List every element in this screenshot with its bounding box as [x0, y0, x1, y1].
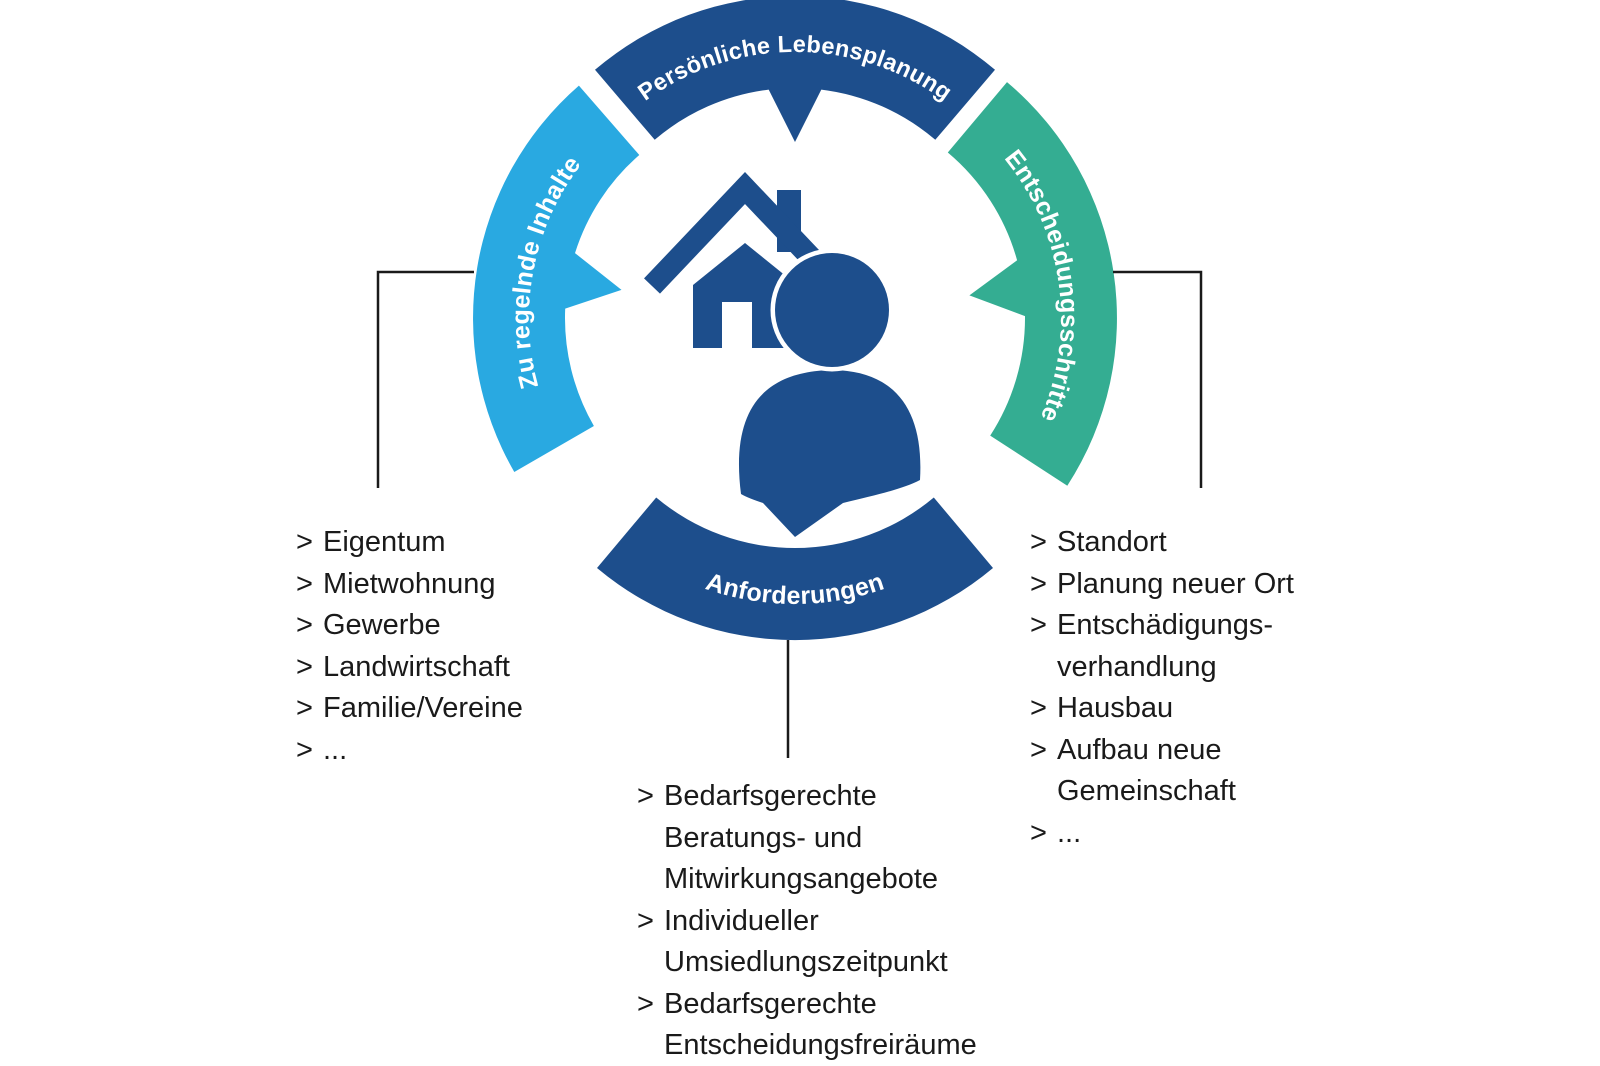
ring-segment-left [473, 85, 640, 472]
list-item-marker: > [637, 780, 654, 812]
house-roof [644, 172, 846, 294]
list-item: > Eigentum [296, 522, 523, 564]
list-item-text: ... [323, 733, 348, 766]
list-item-text: Gewerbe [323, 609, 441, 641]
list-item-text: ... [1057, 816, 1082, 849]
list-item-marker: > [1030, 692, 1047, 724]
list-item: > Standort [1030, 522, 1294, 564]
list-item-marker: > [637, 904, 654, 937]
list-item-text: Eigentum [323, 526, 446, 558]
list-item-marker: > [637, 987, 654, 1020]
list-item-marker: > [1030, 526, 1047, 558]
list-item-marker: > [296, 567, 313, 600]
list-item: > Landwirtschaft [296, 647, 523, 689]
list-item-text: Hausbau [1057, 692, 1174, 724]
connector-right [1113, 270, 1203, 488]
list-item-marker: > [296, 733, 313, 766]
list-item-text: Entschädigungs-verhandlung [1057, 609, 1274, 683]
list-item: > Entschädigungs-verhandlung [1030, 605, 1294, 688]
person-body [734, 365, 925, 543]
list-item-marker: > [296, 650, 313, 683]
list-item-marker: > [1030, 567, 1047, 600]
list-item: > Mietwohnung [296, 564, 523, 606]
list-item-marker: > [296, 609, 313, 641]
person-icon [734, 248, 925, 543]
list-item-marker: > [1030, 816, 1047, 849]
list-item-marker: > [296, 526, 313, 558]
list-item: > Hausbau [1030, 688, 1294, 730]
list-item-marker: > [1030, 609, 1047, 641]
house-body [693, 243, 797, 348]
list-item-text: Standort [1057, 526, 1167, 558]
list-item-text: Planung neuer Ort [1057, 567, 1294, 600]
ring-segment-top [595, 0, 995, 142]
list-item-marker: > [296, 692, 313, 724]
ring-segment-right [947, 82, 1117, 486]
list-item: > Planung neuer Ort [1030, 564, 1294, 606]
list-item: > Gewerbe [296, 605, 523, 647]
house-icon [644, 172, 846, 348]
list-zu-regelnde-inhalte: > Eigentum > Mietwohnung > Gewerbe > Landwirtsc… [296, 522, 523, 771]
list-entscheidungsschritte: > Standort > Planung neuer Ort > Entschädigun… [1030, 522, 1294, 854]
ring-segment-bottom [597, 497, 993, 641]
list-item-text: Mietwohnung [323, 567, 496, 600]
list-item-text: Familie/Vereine [323, 692, 523, 724]
list-item-text: Landwirtschaft [323, 650, 510, 683]
list-item: > Familie/Vereine [296, 688, 523, 730]
connector-left [376, 270, 474, 488]
list-item: >... [296, 730, 523, 772]
list-item-marker: > [1030, 733, 1047, 766]
house-door [722, 302, 752, 348]
person-head [770, 248, 894, 372]
list-item: >... [1030, 813, 1294, 855]
